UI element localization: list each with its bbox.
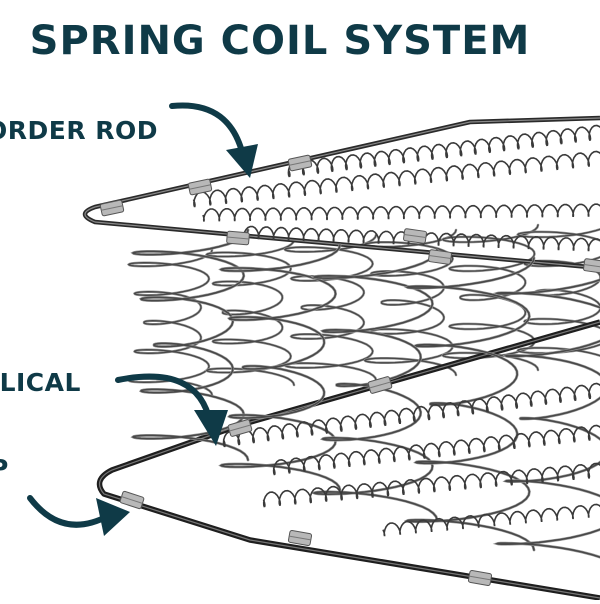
frame-group: [85, 118, 600, 598]
pointer-arrow: [118, 377, 210, 422]
frame-clip: [228, 419, 252, 437]
helical-label: ELICAL: [0, 368, 81, 397]
coil-spring: [497, 262, 600, 575]
clip-label: P: [0, 454, 9, 483]
helical-wire: [194, 152, 600, 207]
page-title: SPRING COIL SYSTEM: [0, 18, 560, 64]
frame-clip: [288, 530, 312, 546]
coil-spring-highlight: [497, 262, 600, 575]
frame-clip: [583, 259, 600, 274]
frame-clip: [100, 200, 124, 216]
frame-clip: [188, 179, 212, 195]
frame-clip: [403, 229, 426, 244]
frame-clip: [227, 231, 250, 245]
frame-clip: [120, 491, 145, 509]
coil-spring: [207, 240, 294, 385]
border-rod-label: ORDER ROD: [0, 116, 158, 145]
frame-clip: [428, 250, 451, 265]
helical-wire: [203, 204, 600, 221]
frame-clip: [288, 155, 312, 171]
pointer-arrow: [30, 498, 108, 525]
frame-clip: [468, 570, 492, 586]
